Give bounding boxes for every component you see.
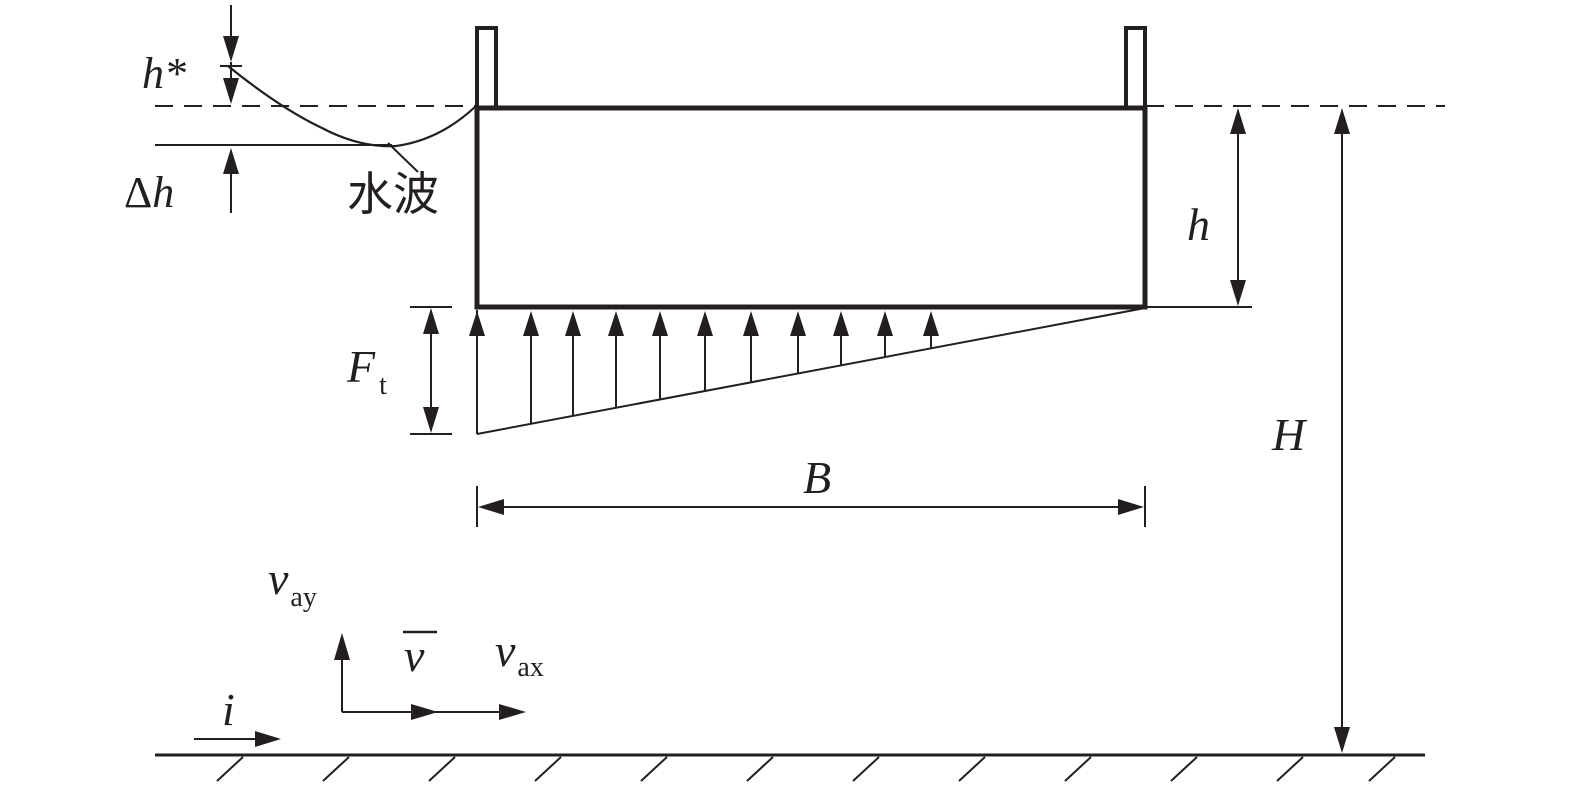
uplift-arrowhead-1	[469, 311, 485, 336]
label-i: i	[222, 684, 235, 735]
uplift-arrowhead-11	[923, 311, 939, 336]
label-h-star: h*	[142, 49, 186, 98]
label-v-ax-main: v	[495, 625, 516, 676]
label-Ft-sub: t	[379, 370, 387, 401]
label-delta-symbol: Δ	[124, 168, 152, 217]
h-dimension-bottom-arrowhead	[1230, 280, 1246, 306]
label-h: h	[1187, 199, 1210, 250]
v-bar-arrowhead	[411, 704, 438, 720]
label-wave: 水波	[347, 167, 439, 221]
label-delta-h: Δh	[124, 168, 174, 217]
wave-leader-line	[387, 142, 419, 173]
uplift-arrowhead-3	[565, 311, 581, 336]
seabed-hatching	[216, 756, 1396, 782]
v-ax-arrowhead	[499, 704, 526, 720]
label-Ft-main: F	[346, 341, 376, 392]
uplift-force-arrows	[469, 311, 939, 424]
h-star-arrowhead	[223, 36, 239, 62]
H-dimension-top-arrowhead	[1334, 108, 1350, 134]
uplift-arrowhead-9	[833, 311, 849, 336]
uplift-arrowhead-10	[877, 311, 893, 336]
uplift-arrowhead-5	[652, 311, 668, 336]
label-v-ay: vay	[268, 553, 317, 613]
label-v-bar: v	[404, 630, 425, 681]
uplift-arrowhead-8	[790, 311, 806, 336]
uplift-arrowhead-7	[743, 311, 759, 336]
h-star-lower-arrowhead	[223, 78, 239, 104]
wave-curve	[227, 65, 477, 148]
h-dimension-top-arrowhead	[1230, 108, 1246, 134]
label-B: B	[803, 452, 831, 503]
uplift-arrowhead-6	[697, 311, 713, 336]
H-dimension-bottom-arrowhead	[1334, 727, 1350, 753]
label-v-ay-main: v	[268, 553, 289, 604]
label-v-ay-sub: ay	[290, 582, 316, 613]
B-right-arrowhead	[1118, 499, 1144, 515]
label-H: H	[1271, 409, 1308, 460]
v-ay-arrowhead	[334, 633, 350, 660]
delta-h-arrowhead	[223, 148, 239, 174]
label-v-ax: vax	[495, 625, 544, 683]
Ft-top-arrowhead	[423, 308, 439, 334]
uplift-pressure-envelope	[476, 307, 1146, 435]
label-delta-h-var: h	[152, 168, 174, 217]
caisson-left-wall	[475, 26, 498, 110]
Ft-bottom-arrowhead	[423, 407, 439, 433]
B-left-arrowhead	[478, 499, 504, 515]
uplift-arrowhead-4	[608, 311, 624, 336]
uplift-arrowhead-2	[523, 311, 539, 336]
label-v-ax-sub: ax	[517, 652, 543, 683]
caisson-body	[474, 105, 1148, 310]
slope-i-arrowhead	[255, 731, 281, 747]
caisson-right-wall	[1124, 26, 1147, 110]
